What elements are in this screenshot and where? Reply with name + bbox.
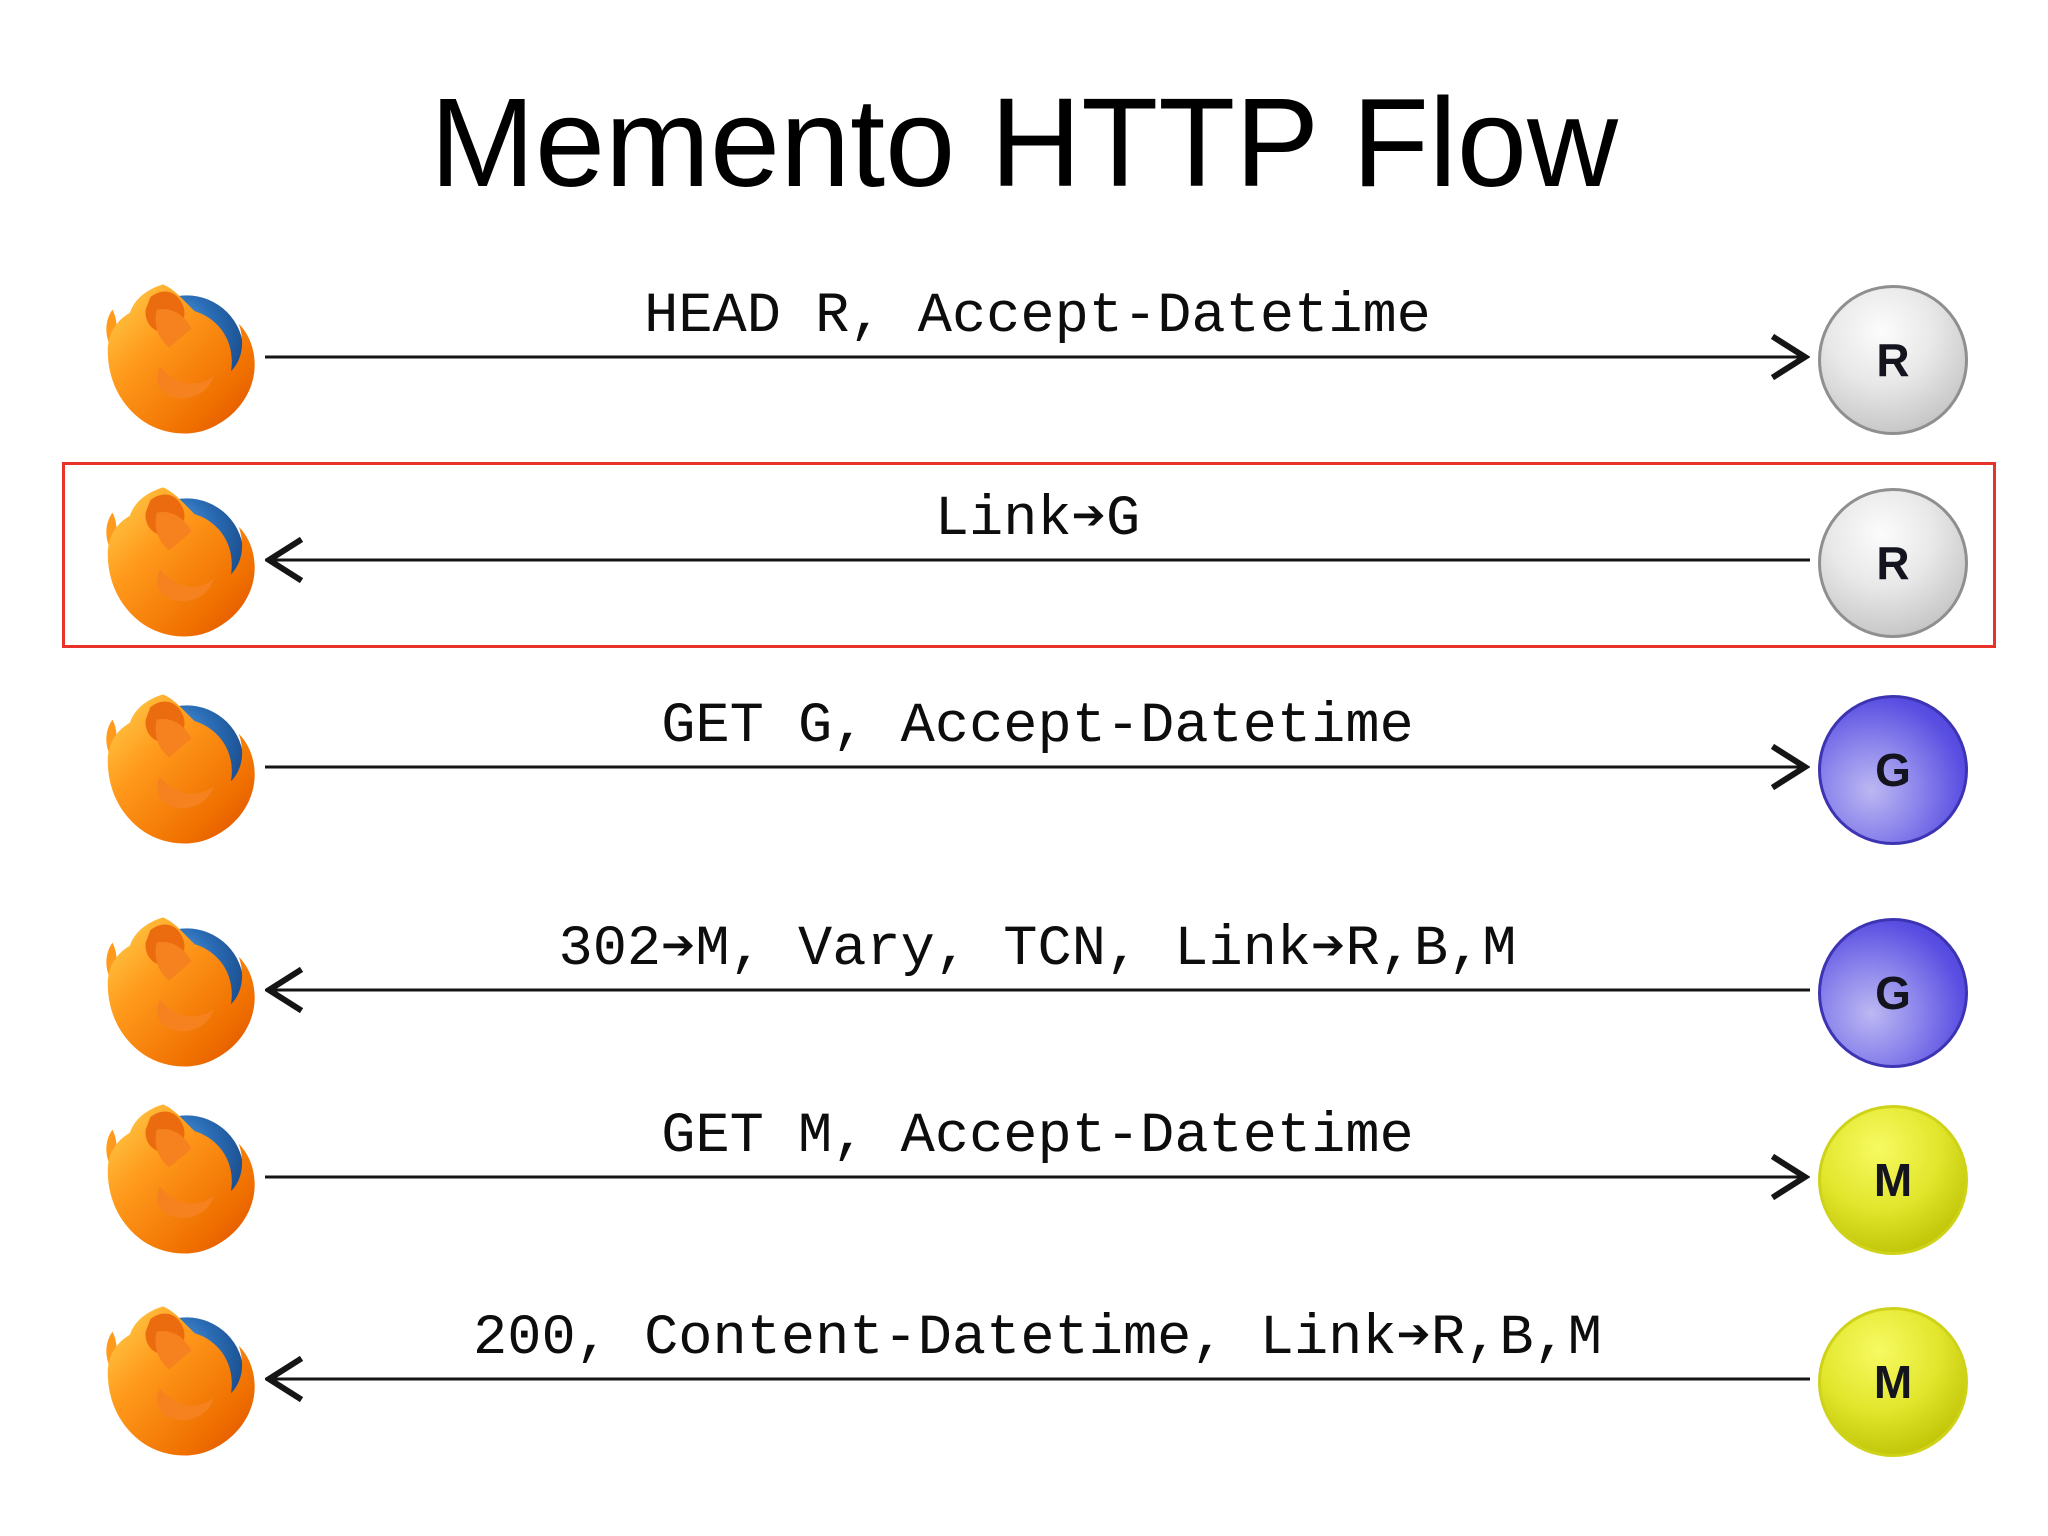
- message-label: 200, Content-Datetime, Link➔R,B,M: [473, 1307, 1602, 1371]
- server-label: G: [1875, 967, 1911, 1019]
- flow-row-4: 302➔M, Vary, TCN, Link➔R,B,M G: [0, 885, 2048, 1095]
- firefox-browser-icon: [103, 1098, 261, 1256]
- firefox-browser-icon: [103, 278, 261, 436]
- arrow-right-icon: [265, 743, 1810, 791]
- server-label: M: [1873, 1356, 1913, 1408]
- server-node-g: G: [1818, 695, 1968, 845]
- flow-row-6: 200, Content-Datetime, Link➔R,B,M M: [0, 1274, 2048, 1484]
- server-label: R: [1876, 334, 1910, 386]
- message-label: Link➔G: [934, 488, 1141, 552]
- flow-row-1: HEAD R, Accept-Datetime R: [0, 252, 2048, 462]
- firefox-browser-icon: [103, 688, 261, 846]
- server-label: R: [1876, 537, 1910, 589]
- message-label: 302➔M, Vary, TCN, Link➔R,B,M: [558, 918, 1517, 982]
- server-label: G: [1875, 744, 1911, 796]
- server-node-m: M: [1818, 1307, 1968, 1457]
- message-label: GET M, Accept-Datetime: [661, 1105, 1414, 1169]
- arrow-right-icon: [265, 333, 1810, 381]
- arrow-left-icon: [265, 966, 1810, 1014]
- arrow-right-icon: [265, 1153, 1810, 1201]
- firefox-browser-icon: [103, 481, 261, 639]
- firefox-browser-icon: [103, 911, 261, 1069]
- server-node-r: R: [1818, 488, 1968, 638]
- server-node-g: G: [1818, 918, 1968, 1068]
- arrow-left-icon: [265, 536, 1810, 584]
- flow-row-2: Link➔G R: [0, 455, 2048, 665]
- flow-row-5: GET M, Accept-Datetime M: [0, 1072, 2048, 1282]
- firefox-browser-icon: [103, 1300, 261, 1458]
- highlight-box: [62, 462, 1996, 648]
- message-label: HEAD R, Accept-Datetime: [644, 285, 1431, 349]
- arrow-left-icon: [265, 1355, 1810, 1403]
- flow-row-3: GET G, Accept-Datetime G: [0, 662, 2048, 872]
- server-label: M: [1873, 1154, 1913, 1206]
- server-node-m: M: [1818, 1105, 1968, 1255]
- page-title: Memento HTTP Flow: [430, 72, 1618, 213]
- message-label: GET G, Accept-Datetime: [661, 695, 1414, 759]
- server-node-r: R: [1818, 285, 1968, 435]
